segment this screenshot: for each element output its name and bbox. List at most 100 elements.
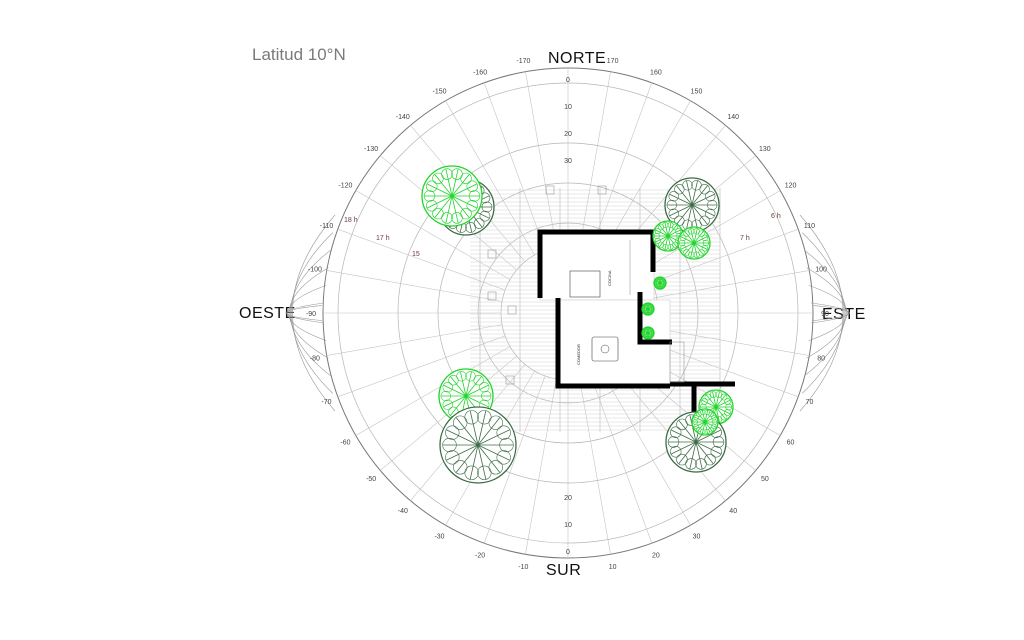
tree-leaf bbox=[650, 329, 654, 333]
tree-leaf bbox=[466, 200, 478, 212]
azimuth-label: -160 bbox=[473, 69, 487, 76]
tree-leaf bbox=[720, 393, 728, 401]
tree-leaf bbox=[705, 191, 716, 202]
tree-leaf bbox=[704, 428, 710, 435]
tree-branch bbox=[704, 416, 716, 423]
tree-branch bbox=[695, 441, 703, 469]
north-label: NORTE bbox=[548, 50, 607, 67]
tree-leaf bbox=[724, 398, 731, 405]
tree-leaf bbox=[481, 201, 493, 213]
tree-leaf bbox=[657, 241, 664, 248]
azimuth-spoke bbox=[525, 71, 557, 248]
west-label: OESTE bbox=[239, 305, 296, 322]
tree-leaf bbox=[653, 233, 660, 240]
tree-branch bbox=[477, 417, 501, 446]
tree-leaf bbox=[666, 199, 677, 211]
tree-leaf bbox=[670, 426, 682, 438]
tree-leaf bbox=[453, 415, 468, 430]
tree-branch bbox=[659, 224, 669, 237]
azimuth-label: -40 bbox=[398, 508, 408, 515]
pergola-post bbox=[545, 185, 555, 195]
table-centerpiece bbox=[600, 344, 610, 354]
azimuth-label: 20 bbox=[652, 553, 660, 560]
tree-branch bbox=[450, 395, 467, 416]
azimuth-label: 10 bbox=[609, 564, 617, 571]
latitude-title: Latitud 10°N bbox=[252, 45, 346, 64]
tree-leaf bbox=[654, 237, 661, 244]
sun-path-arcs bbox=[285, 214, 850, 412]
tree-branch bbox=[693, 242, 708, 250]
tree-branch bbox=[691, 204, 708, 225]
tree-branch bbox=[715, 399, 731, 408]
tree-branch bbox=[647, 306, 654, 310]
tree-branch bbox=[678, 441, 697, 464]
tree-leaf bbox=[705, 208, 716, 219]
tree-leaf bbox=[668, 191, 679, 202]
tree-leaf bbox=[712, 436, 725, 448]
azimuth-label: 50 bbox=[761, 476, 769, 483]
tree-leaf bbox=[680, 234, 687, 241]
tree-nw-bright bbox=[421, 165, 483, 227]
tree-branch bbox=[715, 406, 720, 423]
tree-leaf bbox=[453, 460, 468, 475]
tree-leaf bbox=[693, 251, 700, 258]
azimuth-spoke bbox=[601, 370, 691, 526]
azimuth-label: 70 bbox=[806, 399, 814, 406]
tree-branch bbox=[701, 399, 717, 408]
tree-leaf bbox=[432, 207, 444, 220]
tree-leaf bbox=[700, 409, 706, 416]
tree-branch bbox=[691, 180, 698, 206]
tree-leaf bbox=[426, 200, 438, 212]
tree-branch bbox=[451, 195, 478, 209]
tree-branch bbox=[446, 429, 479, 446]
kitchen-island bbox=[569, 270, 601, 298]
azimuth-spoke bbox=[579, 71, 611, 248]
tree-leaf bbox=[701, 398, 708, 405]
hour-labels: 18 h 17 h 15 6 h 7 h bbox=[344, 213, 781, 258]
tree-se-small bbox=[691, 408, 719, 436]
tree-branch bbox=[445, 169, 453, 197]
tree-branch bbox=[446, 444, 479, 461]
tree-branch bbox=[647, 330, 654, 334]
wall-north bbox=[537, 229, 656, 298]
tree-branch bbox=[667, 235, 672, 250]
azimuth-label: -120 bbox=[338, 183, 352, 190]
tree-leaf bbox=[676, 453, 688, 466]
azimuth-label: 130 bbox=[759, 146, 771, 153]
tree-leaf bbox=[460, 172, 472, 185]
shrub-east-2 bbox=[641, 302, 655, 316]
tree-branch bbox=[477, 429, 510, 446]
tree-branch bbox=[715, 391, 720, 408]
azimuth-label: -20 bbox=[475, 553, 485, 560]
azimuth-spoke bbox=[483, 375, 546, 544]
tree-branch bbox=[451, 183, 478, 197]
tree-branch bbox=[443, 384, 467, 397]
tree-branch bbox=[686, 204, 693, 230]
tree-branch bbox=[697, 421, 706, 432]
azimuth-label: -130 bbox=[364, 146, 378, 153]
hour-7-label: 7 h bbox=[740, 235, 750, 242]
sun-path-arc-west bbox=[287, 285, 327, 341]
tree-leaf bbox=[445, 450, 460, 465]
tree-branch bbox=[469, 444, 479, 480]
tree-branch bbox=[659, 235, 669, 248]
tree-branch bbox=[655, 235, 669, 243]
tree-branch bbox=[451, 195, 459, 223]
tree-branch bbox=[697, 412, 706, 423]
sun-path-arc-west bbox=[285, 305, 322, 321]
tree-branch bbox=[465, 384, 489, 397]
azimuth-label: -140 bbox=[396, 114, 410, 121]
tree-branch bbox=[680, 242, 695, 250]
tree-leaf bbox=[650, 305, 654, 309]
tree-branch bbox=[694, 416, 706, 423]
azimuth-label: -50 bbox=[366, 476, 376, 483]
tree-leaf bbox=[701, 234, 708, 241]
tree-branch bbox=[693, 228, 698, 244]
tree-branch bbox=[704, 421, 716, 428]
tree-branch bbox=[689, 415, 697, 443]
tree-leaf bbox=[711, 423, 717, 429]
tree-branch bbox=[670, 441, 697, 455]
tree-branch bbox=[669, 193, 693, 206]
tree-branch bbox=[434, 195, 453, 218]
